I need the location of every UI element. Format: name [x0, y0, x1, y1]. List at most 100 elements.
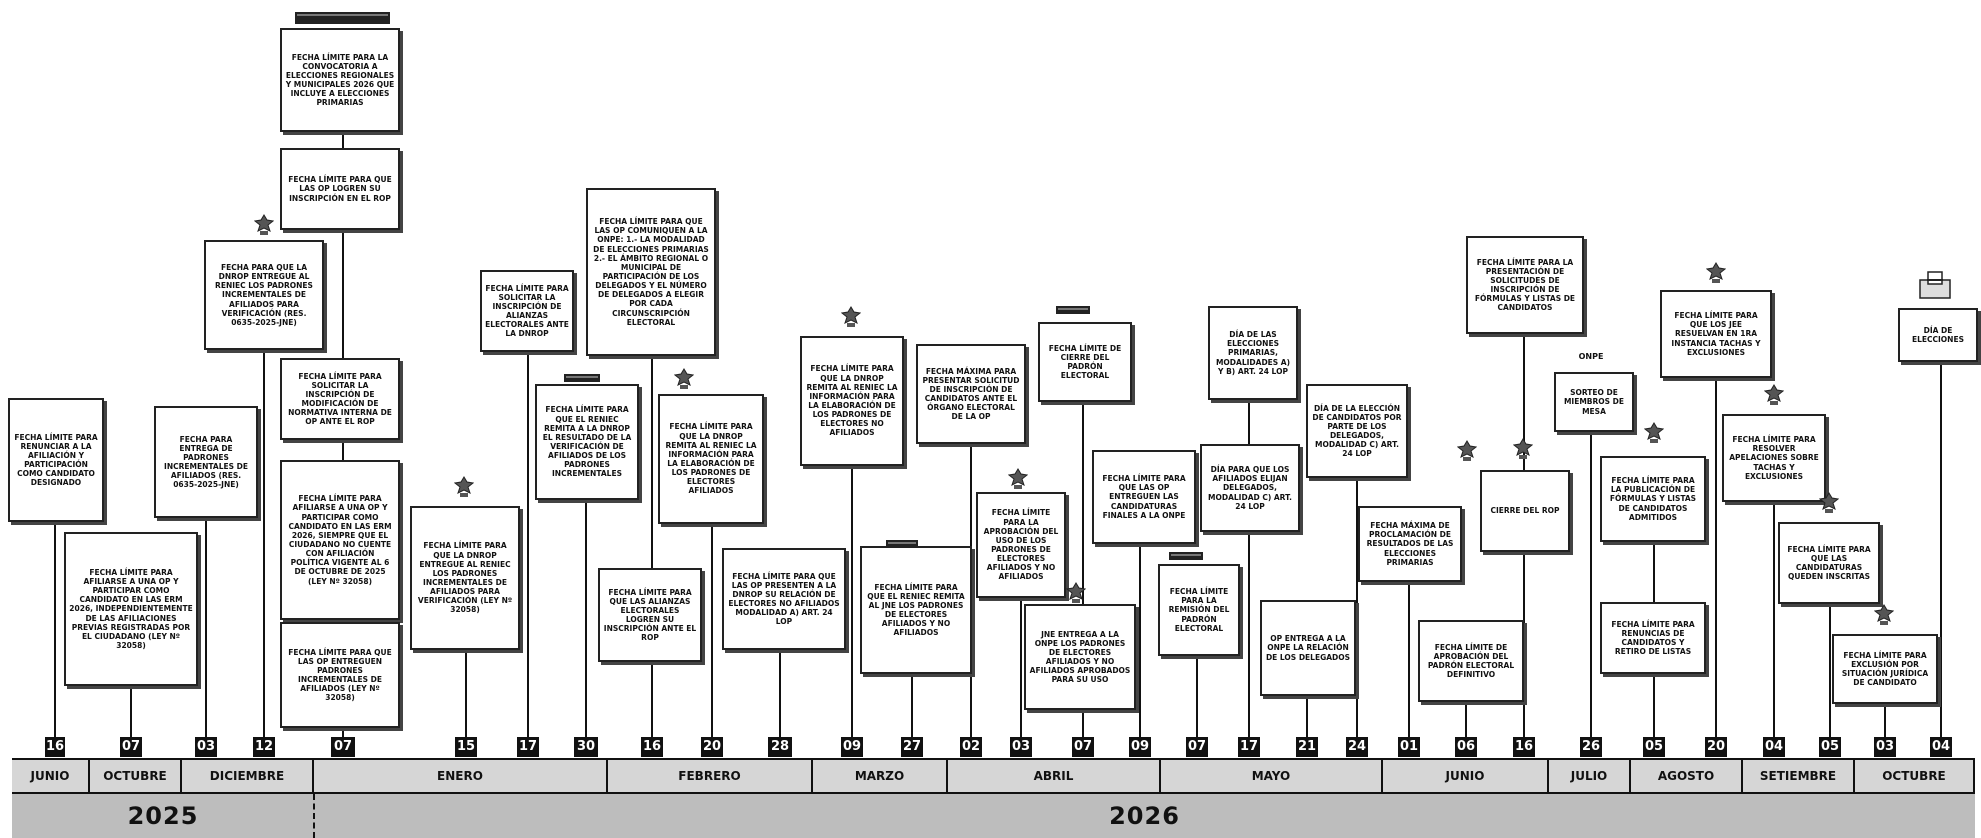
day-marker: 07	[120, 737, 142, 757]
event-box: FECHA MÁXIMA DE PROCLAMACIÓN DE RESULTAD…	[1358, 506, 1462, 582]
event-box: FECHA LÍMITE PARA QUE LAS ALIANZAS ELECT…	[598, 568, 702, 662]
connector-line	[527, 352, 529, 737]
connector-line	[263, 350, 265, 737]
event-box: FECHA LÍMITE PARA RENUNCIAR A LA AFILIAC…	[8, 398, 104, 522]
jne-emblem-icon	[1763, 384, 1785, 406]
day-marker: 21	[1296, 737, 1318, 757]
connector-line	[1196, 656, 1198, 737]
jne-emblem-icon	[1705, 262, 1727, 284]
day-marker: 16	[45, 737, 65, 757]
connector-line	[1829, 604, 1831, 737]
day-marker: 07	[1072, 737, 1094, 757]
jne-emblem-icon	[253, 214, 275, 236]
month-label: JUNIO	[12, 758, 90, 794]
jne-emblem-icon	[673, 368, 695, 390]
day-marker: 15	[455, 737, 477, 757]
day-marker: 12	[253, 737, 275, 757]
month-label: OCTUBRE	[1855, 758, 1975, 794]
event-box: CIERRE DEL ROP	[1480, 470, 1570, 552]
month-label: FEBRERO	[608, 758, 813, 794]
event-box: FECHA MÁXIMA PARA PRESENTAR SOLICITUD DE…	[916, 344, 1026, 444]
jne-emblem-icon	[1512, 438, 1534, 460]
day-marker: 27	[901, 737, 923, 757]
event-box: FECHA LÍMITE PARA LA APROBACIÓN DEL USO …	[976, 492, 1066, 598]
jne-emblem-icon	[1873, 604, 1895, 626]
event-box: FECHA LÍMITE PARA SOLICITAR LA INSCRIPCI…	[480, 270, 574, 352]
connector-line	[585, 500, 587, 737]
connector-line	[651, 356, 653, 737]
event-box: FECHA LÍMITE PARA SOLICITAR LA INSCRIPCI…	[280, 358, 400, 440]
onpe-bar-icon	[1056, 306, 1090, 314]
month-label: SETIEMBRE	[1743, 758, 1855, 794]
connector-line	[1356, 478, 1358, 737]
connector-line	[851, 466, 853, 737]
connector-line	[342, 728, 344, 737]
connector-line	[1653, 674, 1655, 737]
connector-line	[465, 650, 467, 737]
event-box: FECHA LÍMITE PARA QUE LA DNROP REMITA AL…	[800, 336, 904, 466]
connector-line	[1715, 378, 1717, 737]
day-marker: 16	[1513, 737, 1535, 757]
connector-line	[1523, 552, 1525, 737]
connector-line	[911, 674, 913, 737]
event-box: FECHA LÍMITE PARA AFILIARSE A UNA OP Y P…	[280, 460, 400, 620]
day-marker: 09	[1129, 737, 1151, 757]
connector-line	[711, 524, 713, 737]
connector-line	[1465, 702, 1467, 737]
day-marker: 05	[1819, 737, 1841, 757]
event-box: FECHA PARA QUE LA DNROP ENTREGUE AL RENI…	[204, 240, 324, 350]
year-label: 2025	[12, 794, 314, 838]
jne-emblem-icon	[1065, 582, 1087, 604]
event-box: DÍA DE LA ELECCIÓN DE CANDIDATOS POR PAR…	[1306, 384, 1408, 478]
event-box: FECHA LÍMITE PARA QUE LAS OP COMUNIQUEN …	[586, 188, 716, 356]
day-marker: 04	[1763, 737, 1785, 757]
month-label: DICIEMBRE	[182, 758, 314, 794]
connector-line	[1082, 710, 1084, 737]
connector-line	[651, 662, 653, 737]
day-marker: 20	[701, 737, 723, 757]
connector-line	[1940, 362, 1942, 737]
event-box: FECHA LÍMITE PARA RENUNCIAS DE CANDIDATO…	[1600, 602, 1706, 674]
day-marker: 03	[1874, 737, 1896, 757]
event-box: SORTEO DE MIEMBROS DE MESA	[1554, 372, 1634, 432]
event-box: DÍA PARA QUE LOS AFILIADOS ELIJAN DELEGA…	[1200, 444, 1300, 532]
event-box: FECHA LÍMITE PARA QUE LAS OP LOGREN SU I…	[280, 148, 400, 230]
event-box: FECHA LÍMITE PARA QUE LOS JEE RESUELVAN …	[1660, 290, 1772, 378]
jne-emblem-icon	[453, 476, 475, 498]
connector-line	[1082, 402, 1084, 737]
event-box: FECHA LÍMITE PARA QUE LAS OP ENTREGUEN L…	[1092, 450, 1196, 544]
month-label: MAYO	[1161, 758, 1383, 794]
event-box: FECHA LÍMITE DE APROBACIÓN DEL PADRÓN EL…	[1418, 620, 1524, 702]
event-box: FECHA LÍMITE PARA LA CONVOCATORIA A ELEC…	[280, 28, 400, 132]
jne-emblem-icon	[1456, 440, 1478, 462]
event-box: FECHA LÍMITE PARA RESOLVER APELACIONES S…	[1722, 414, 1826, 502]
day-marker: 26	[1580, 737, 1602, 757]
connector-line	[1248, 532, 1250, 737]
day-marker: 06	[1455, 737, 1477, 757]
day-marker: 01	[1398, 737, 1420, 757]
connector-line	[130, 686, 132, 737]
day-marker: 17	[1238, 737, 1260, 757]
connector-line	[1773, 502, 1775, 737]
connector-line	[1408, 582, 1410, 737]
event-box: FECHA LÍMITE DE CIERRE DEL PADRÓN ELECTO…	[1038, 322, 1132, 402]
event-box: JNE ENTREGA A LA ONPE LOS PADRONES DE EL…	[1024, 604, 1136, 710]
day-marker: 03	[195, 737, 217, 757]
connector-line	[1306, 696, 1308, 737]
month-label: ABRIL	[948, 758, 1161, 794]
ballot-box-icon	[1918, 270, 1952, 300]
event-box: DÍA DE ELECCIONES	[1898, 308, 1978, 362]
month-label: ENERO	[314, 758, 608, 794]
event-box: FECHA LÍMITE PARA LA PUBLICACIÓN DE FÓRM…	[1600, 456, 1706, 542]
event-box: FECHA LÍMITE PARA QUE LA DNROP ENTREGUE …	[410, 506, 520, 650]
jne-emblem-icon	[1818, 492, 1840, 514]
onpe-bar-icon	[886, 540, 918, 548]
event-box: DÍA DE LAS ELECCIONES PRIMARIAS, MODALID…	[1208, 306, 1298, 400]
event-box: FECHA LÍMITE PARA QUE LAS OP ENTREGUEN P…	[280, 622, 400, 728]
event-box: OP ENTREGA A LA ONPE LA RELACIÓN DE LOS …	[1260, 600, 1356, 696]
day-marker: 07	[1186, 737, 1208, 757]
day-marker: 20	[1705, 737, 1727, 757]
onpe-bar-icon	[295, 12, 390, 24]
year-label: 2026	[314, 794, 1975, 838]
